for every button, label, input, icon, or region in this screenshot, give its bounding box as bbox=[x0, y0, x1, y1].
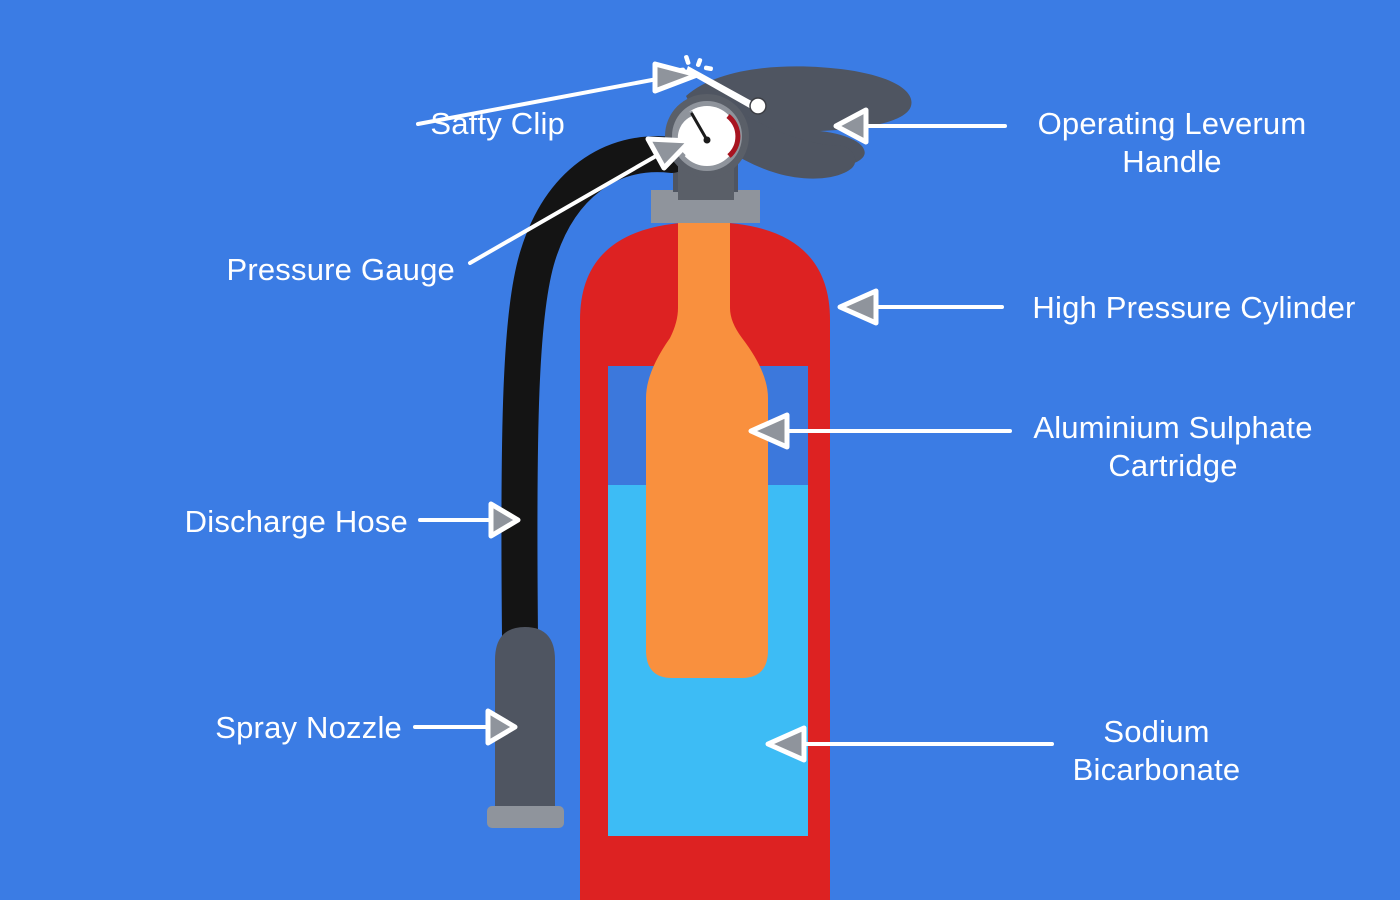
arrow-marker-high-pressure bbox=[837, 288, 879, 326]
discharge-hose bbox=[501, 136, 690, 654]
arrow-marker-operating-lever bbox=[833, 107, 869, 145]
label-operating-lever-handle: Operating Leverum Handle bbox=[1037, 106, 1307, 179]
label-safty-clip: Safty Clip bbox=[430, 106, 565, 141]
pressure-gauge-needle-hub bbox=[703, 136, 711, 144]
arrow-marker-aluminium bbox=[748, 412, 790, 450]
label-spray-nozzle: Spray Nozzle bbox=[215, 710, 402, 745]
leader-line-pressure-gauge bbox=[468, 150, 665, 265]
label-discharge-hose: Discharge Hose bbox=[184, 504, 408, 539]
label-aluminium-sulphate-cartridge: Aluminium Sulphate Cartridge bbox=[1033, 410, 1313, 483]
arrow-marker-safty-clip bbox=[652, 61, 700, 94]
spray-nozzle-body bbox=[495, 627, 555, 808]
label-sodium-bicarbonate: Sodium Bicarbonate bbox=[1072, 714, 1241, 787]
pressure-gauge-red-arc bbox=[726, 114, 741, 158]
safty-clip-pin bbox=[686, 66, 757, 110]
safty-clip-ring bbox=[749, 97, 767, 115]
pressure-gauge-needle bbox=[690, 112, 709, 142]
pressure-gauge-face bbox=[677, 106, 737, 166]
label-pressure-gauge: Pressure Gauge bbox=[226, 252, 455, 287]
arrow-marker-spray-nozzle bbox=[485, 708, 518, 746]
leader-line-safty-clip bbox=[416, 75, 670, 126]
arrow-marker-sodium bbox=[765, 725, 807, 763]
arrow-marker-discharge-hose bbox=[488, 501, 521, 539]
spray-nozzle-tip bbox=[487, 806, 564, 828]
aluminium-sulphate-cartridge bbox=[646, 222, 768, 678]
arrow-marker-pressure-gauge bbox=[645, 136, 693, 171]
operating-lever-handle bbox=[686, 66, 912, 168]
label-high-pressure-cylinder: High Pressure Cylinder bbox=[1032, 290, 1356, 325]
